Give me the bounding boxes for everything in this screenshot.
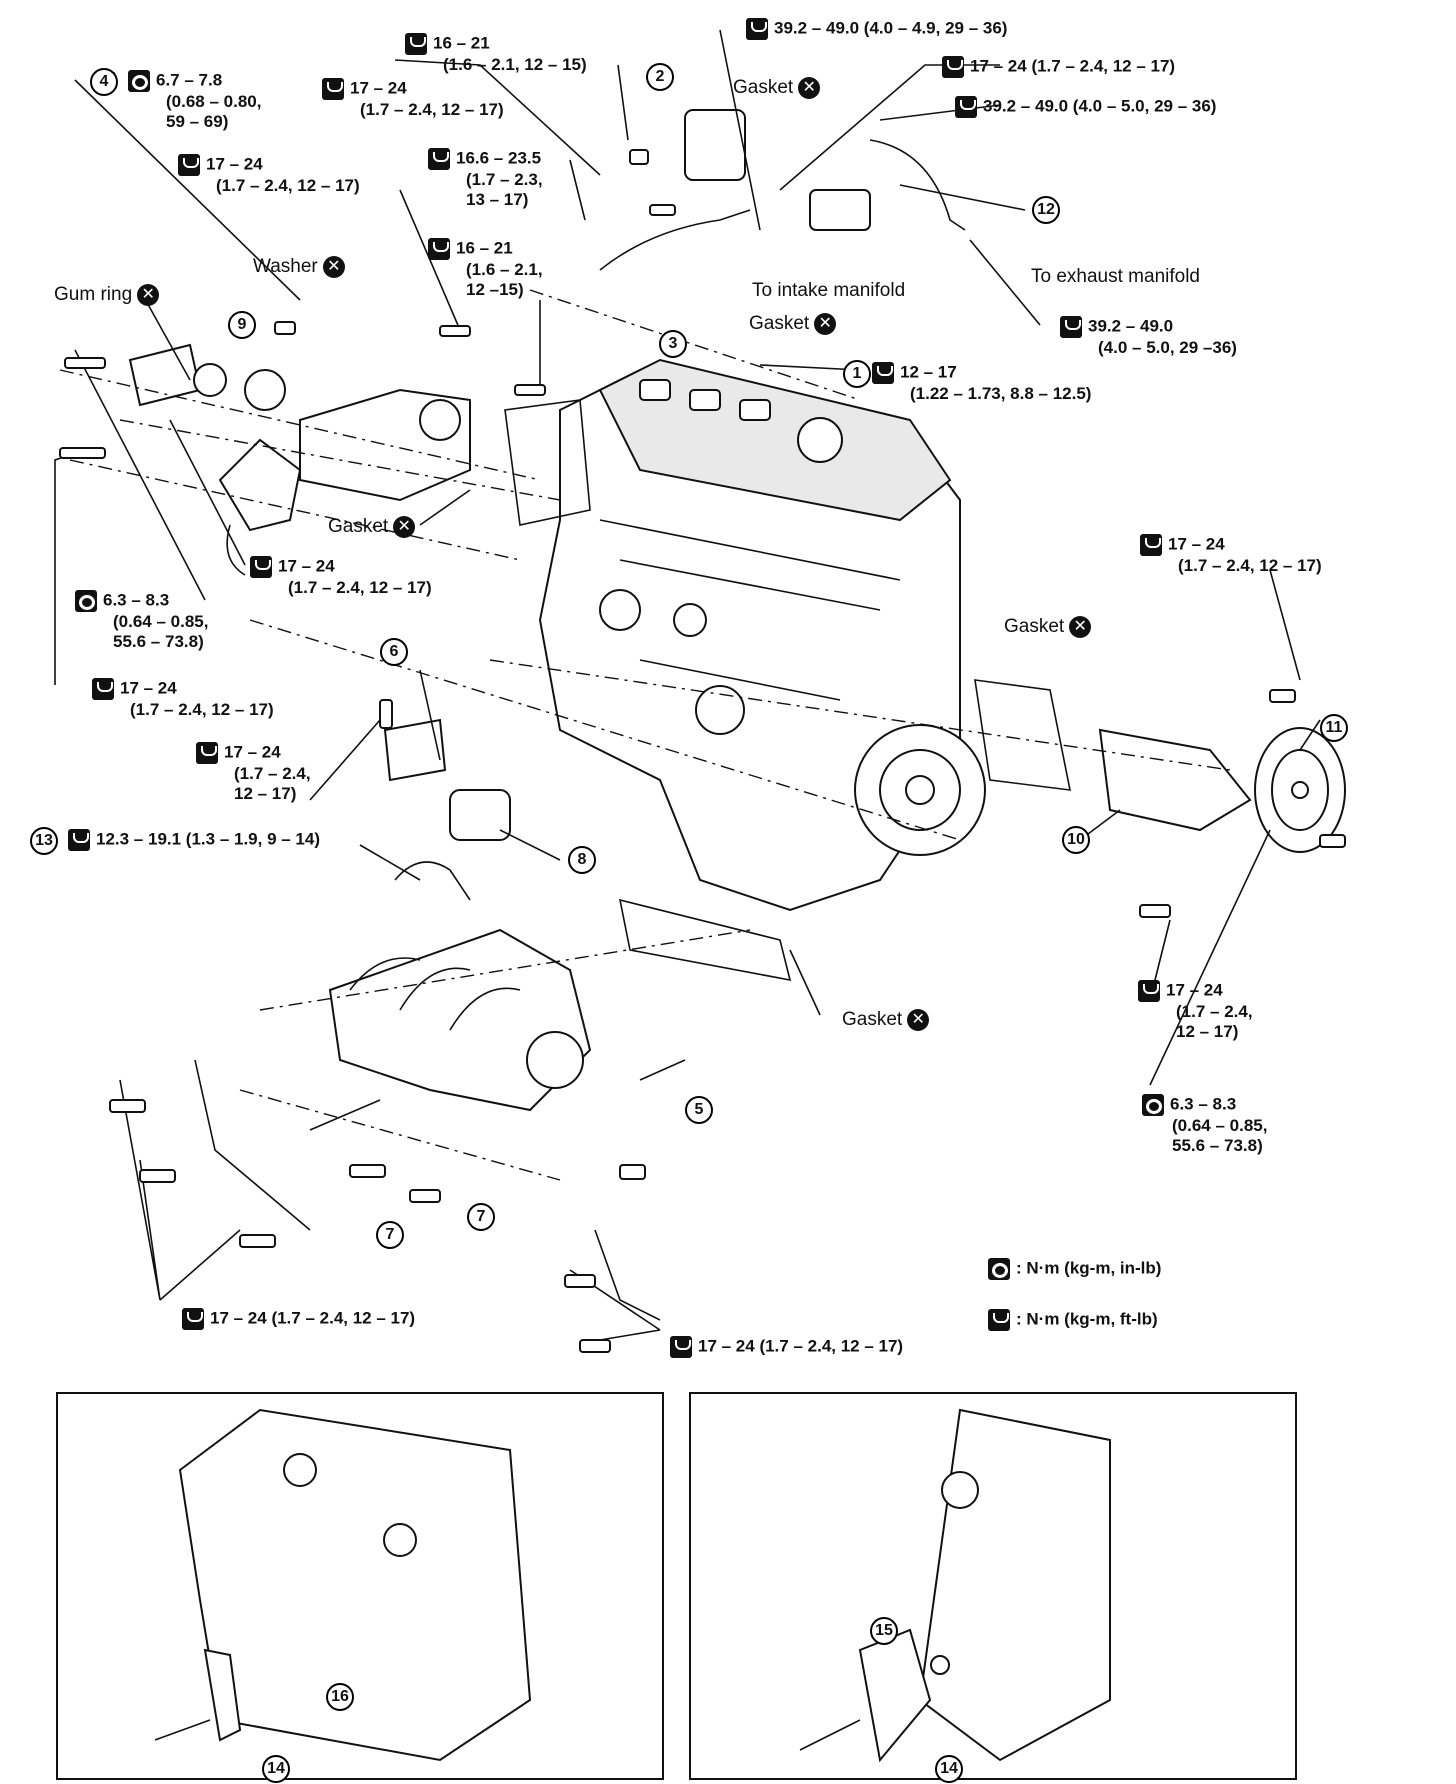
wrench-inlb-icon <box>75 590 97 612</box>
engine-block <box>538 358 986 912</box>
wrench-ftlb-icon <box>322 78 344 100</box>
torque-1724e: 17 – 24 (1.7 – 2.4, 12 – 17) <box>196 742 311 804</box>
legend-ft-lb: : N·m (kg-m, ft-lb) <box>988 1309 1158 1331</box>
torque-63a: 6.3 – 8.3 (0.64 – 0.85, 55.6 – 73.8) <box>75 590 208 652</box>
callout-7b: 7 <box>467 1203 495 1231</box>
egr-valve <box>599 109 966 271</box>
callout-3: 3 <box>659 330 687 358</box>
wrench-ftlb-icon <box>68 829 90 851</box>
torque-1621b: 16 – 21 (1.6 – 2.1, 12 –15) <box>428 238 543 300</box>
replace-x-icon: ✕ <box>798 77 821 99</box>
wrench-ftlb-icon <box>942 56 964 78</box>
wrench-ftlb-icon <box>428 148 450 170</box>
torque-1724c: 17 – 24 (1.7 – 2.4, 12 – 17) <box>250 556 432 598</box>
wrench-ftlb-icon <box>1060 316 1082 338</box>
intake-manifold <box>328 861 592 1112</box>
wrench-ftlb-icon <box>1138 980 1160 1002</box>
callout-8: 8 <box>568 846 596 874</box>
torque-top1: 39.2 – 49.0 (4.0 – 4.9, 29 – 36) <box>746 18 1007 40</box>
gasket-label-top: Gasket✕ <box>733 77 821 99</box>
gasket-label-manifold: Gasket✕ <box>842 1009 930 1031</box>
callout-12: 12 <box>1032 196 1060 224</box>
wrench-ftlb-icon <box>746 18 768 40</box>
torque-exhaust: 39.2 – 49.0 (4.0 – 5.0, 29 –36) <box>1060 316 1237 358</box>
callout-14b: 14 <box>935 1755 963 1783</box>
to-exhaust-label: To exhaust manifold <box>1031 266 1200 287</box>
wrench-inlb-icon <box>1142 1094 1164 1116</box>
wrench-inlb-icon <box>128 70 150 92</box>
callout-14a: 14 <box>262 1755 290 1783</box>
torque-top2: 17 – 24 (1.7 – 2.4, 12 – 17) <box>942 56 1175 78</box>
inset-panels <box>56 1392 1297 1780</box>
torque-63b: 6.3 – 8.3 (0.64 – 0.85, 55.6 – 73.8) <box>1142 1094 1267 1156</box>
replace-x-icon: ✕ <box>814 313 837 335</box>
wrench-ftlb-icon <box>670 1336 692 1358</box>
callout-9: 9 <box>228 311 256 339</box>
wrench-ftlb-icon <box>428 238 450 260</box>
bolts <box>59 149 1346 1353</box>
callout-1: 1 <box>843 360 871 388</box>
thermostat-housing <box>128 343 471 576</box>
wrench-ftlb-icon <box>196 742 218 764</box>
wrench-ftlb-icon <box>182 1308 204 1330</box>
torque-166: 16.6 – 23.5 (1.7 – 2.3, 13 – 17) <box>428 148 543 210</box>
callout-16: 16 <box>326 1683 354 1711</box>
wrench-ftlb-icon <box>955 96 977 118</box>
to-intake-label: To intake manifold <box>752 280 906 301</box>
torque-1724-right: 17 – 24 (1.7 – 2.4, 12 – 17) <box>1140 534 1322 576</box>
torque-1724a: 17 – 24 (1.7 – 2.4, 12 – 17) <box>322 78 504 120</box>
torque-1724b: 17 – 24 (1.7 – 2.4, 12 – 17) <box>178 154 360 196</box>
wrench-ftlb-icon <box>250 556 272 578</box>
wrench-ftlb-icon <box>92 678 114 700</box>
washer-label: Washer✕ <box>253 256 345 278</box>
wrench-ftlb-icon <box>405 33 427 55</box>
torque-4: 6.7 – 7.8 (0.68 – 0.80, 59 – 69) <box>128 70 261 132</box>
torque-bottom-left: 17 – 24 (1.7 – 2.4, 12 – 17) <box>182 1308 415 1330</box>
wrench-ftlb-icon <box>872 362 894 384</box>
gaskets <box>504 399 1072 982</box>
callout-11: 11 <box>1320 714 1348 742</box>
replace-x-icon: ✕ <box>907 1009 930 1031</box>
brackets <box>194 1059 661 1321</box>
gasket-label-right: Gasket✕ <box>1004 616 1092 638</box>
leader-lines <box>54 29 1321 1341</box>
oil-filter <box>383 718 511 841</box>
callout-10: 10 <box>1062 826 1090 854</box>
water-pump <box>1098 727 1346 853</box>
wrench-ftlb-icon <box>988 1309 1010 1331</box>
gasket-label-left: Gasket✕ <box>328 516 416 538</box>
callout-15: 15 <box>870 1617 898 1645</box>
legend-in-lb: : N·m (kg-m, in-lb) <box>988 1258 1161 1280</box>
torque-1724f: 17 – 24 (1.7 – 2.4, 12 – 17) <box>1138 980 1253 1042</box>
torque-bottom-mid: 17 – 24 (1.7 – 2.4, 12 – 17) <box>670 1336 903 1358</box>
wrench-inlb-icon <box>988 1258 1010 1280</box>
torque-1724d: 17 – 24 (1.7 – 2.4, 12 – 17) <box>92 678 274 720</box>
callout-4: 4 <box>90 68 118 96</box>
replace-x-icon: ✕ <box>1069 616 1092 638</box>
replace-x-icon: ✕ <box>322 256 345 278</box>
replace-x-icon: ✕ <box>137 284 160 306</box>
gasket-label-mid: Gasket✕ <box>749 313 837 335</box>
torque-top3: 39.2 – 49.0 (4.0 – 5.0, 29 – 36) <box>955 96 1216 118</box>
torque-1621a: 16 – 21 (1.6 – 2.1, 12 – 15) <box>405 33 587 75</box>
wrench-ftlb-icon <box>1140 534 1162 556</box>
callout-7a: 7 <box>376 1221 404 1249</box>
torque-1: 12 – 17 (1.22 – 1.73, 8.8 – 12.5) <box>872 362 1091 404</box>
wrench-ftlb-icon <box>178 154 200 176</box>
callout-2: 2 <box>646 63 674 91</box>
torque-13: 12.3 – 19.1 (1.3 – 1.9, 9 – 14) <box>68 829 320 851</box>
callout-6: 6 <box>380 638 408 666</box>
gum-ring-label: Gum ring✕ <box>54 284 160 306</box>
callout-13: 13 <box>30 827 58 855</box>
callout-5: 5 <box>685 1096 713 1124</box>
replace-x-icon: ✕ <box>393 516 416 538</box>
